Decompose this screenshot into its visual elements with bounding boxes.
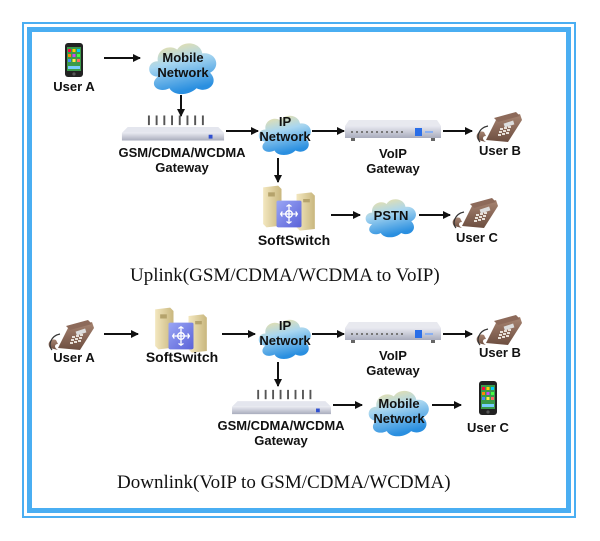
- diagram-frame-inner: [27, 27, 571, 513]
- desk-phone-icon: [46, 318, 96, 354]
- downlink-voip-gateway-line2: Gateway: [366, 363, 420, 378]
- downlink-mobile-network: Mobile Network: [364, 386, 434, 438]
- gateway-device-icon: [120, 113, 226, 143]
- downlink-ip-network: IP Network: [255, 312, 315, 364]
- downlink-mobile-network-line1: Mobile: [378, 396, 420, 411]
- downlink-softswitch-label: SoftSwitch: [145, 349, 219, 365]
- uplink-user-c-label: User C: [456, 230, 498, 245]
- uplink-gsm-gateway-line2: Gateway: [155, 160, 209, 175]
- desk-phone-icon: [474, 313, 524, 349]
- downlink-gsm-gateway-line2: Gateway: [254, 433, 308, 448]
- uplink-mobile-network-line1: Mobile: [162, 50, 204, 65]
- downlink-user-b-label: User B: [479, 345, 521, 360]
- uplink-user-b-label: User B: [479, 143, 521, 158]
- downlink-ip-network-line2: Network: [259, 333, 311, 348]
- voip-gateway-icon: [343, 320, 443, 346]
- downlink-ip-network-line1: IP: [278, 318, 292, 333]
- gateway-device-icon: [230, 388, 333, 416]
- mobile-phone-icon: [64, 42, 84, 78]
- desk-phone-icon: [474, 110, 524, 146]
- uplink-softswitch-label: SoftSwitch: [257, 232, 331, 248]
- desk-phone-icon: [450, 196, 500, 232]
- uplink-voip-gateway-line2: Gateway: [366, 161, 420, 176]
- downlink-voip-gateway-line1: VoIP: [379, 348, 407, 363]
- uplink-user-a-label: User A: [53, 79, 95, 94]
- uplink-ip-network-line1: IP: [278, 114, 292, 129]
- mobile-phone-icon: [478, 380, 498, 416]
- downlink-gsm-gateway-line1: GSM/CDMA/WCDMA: [217, 418, 345, 433]
- voip-gateway-icon: [343, 118, 443, 144]
- downlink-user-a-label: User A: [53, 350, 95, 365]
- downlink-mobile-network-line2: Network: [373, 411, 425, 426]
- uplink-gsm-gateway-line1: GSM/CDMA/WCDMA: [118, 145, 246, 160]
- uplink-caption: Uplink(GSM/CDMA/WCDMA to VoIP): [130, 265, 440, 286]
- diagram-frame-outer: [22, 22, 576, 518]
- uplink-pstn: PSTN: [362, 194, 420, 240]
- uplink-mobile-network-line2: Network: [157, 65, 209, 80]
- downlink-user-c-label: User C: [467, 420, 509, 435]
- softswitch-server-icon: [254, 184, 324, 234]
- uplink-ip-network: IP Network: [255, 108, 315, 160]
- uplink-ip-network-line2: Network: [259, 129, 311, 144]
- uplink-voip-gateway-line1: VoIP: [379, 146, 407, 161]
- uplink-pstn-label: PSTN: [373, 208, 409, 223]
- downlink-caption: Downlink(VoIP to GSM/CDMA/WCDMA): [117, 472, 451, 493]
- uplink-mobile-network: Mobile Network: [144, 38, 222, 96]
